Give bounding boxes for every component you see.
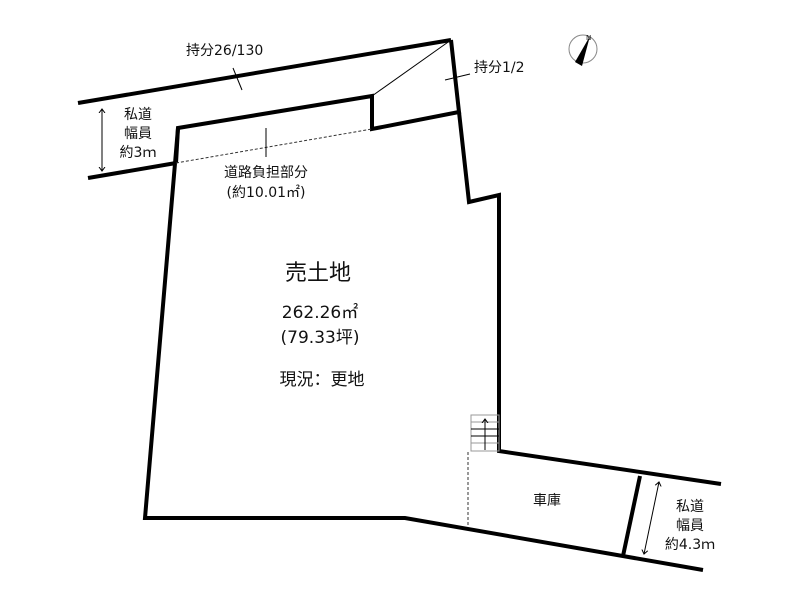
svg-text:N: N: [586, 34, 591, 42]
road-burden-line: [175, 128, 373, 164]
road-burden-area: (約10.01㎡): [226, 185, 305, 201]
share-corner-label: 持分1/2: [474, 60, 525, 76]
plot-status: 現況：更地: [280, 370, 365, 390]
road-right-width-arrow: [644, 482, 659, 554]
plot-boundary-right: [457, 111, 722, 486]
share-divider: [371, 39, 452, 97]
garage-label: 車庫: [533, 492, 561, 509]
road-right-label-1: 私道: [676, 499, 704, 515]
plot-area-sqm: 262.26㎡: [282, 303, 358, 323]
plot-area-tsubo: (79.33坪): [281, 328, 360, 348]
road-left-lower-edge: [87, 161, 177, 180]
leader-share-top: [232, 67, 243, 91]
stairs-icon: [470, 414, 500, 452]
garage-border: [621, 475, 642, 557]
road-burden-label: 道路負担部分: [224, 165, 308, 181]
road-right-label-2: 幅員: [676, 518, 704, 534]
road-left-label-2: 幅員: [124, 126, 152, 142]
road-top-edge: [77, 38, 452, 105]
road-left-label-1: 私道: [124, 107, 152, 123]
road-left-label-3: 約3ｍ: [120, 145, 157, 161]
share-top-label: 持分26/130: [186, 43, 263, 59]
north-arrow-icon: N: [568, 34, 598, 66]
road-right-label-3: 約4.3ｍ: [665, 537, 715, 553]
plot-boundary-left-bottom: [142, 127, 704, 572]
leader-share-corner: [444, 73, 471, 81]
plot-title: 売土地: [285, 261, 351, 286]
